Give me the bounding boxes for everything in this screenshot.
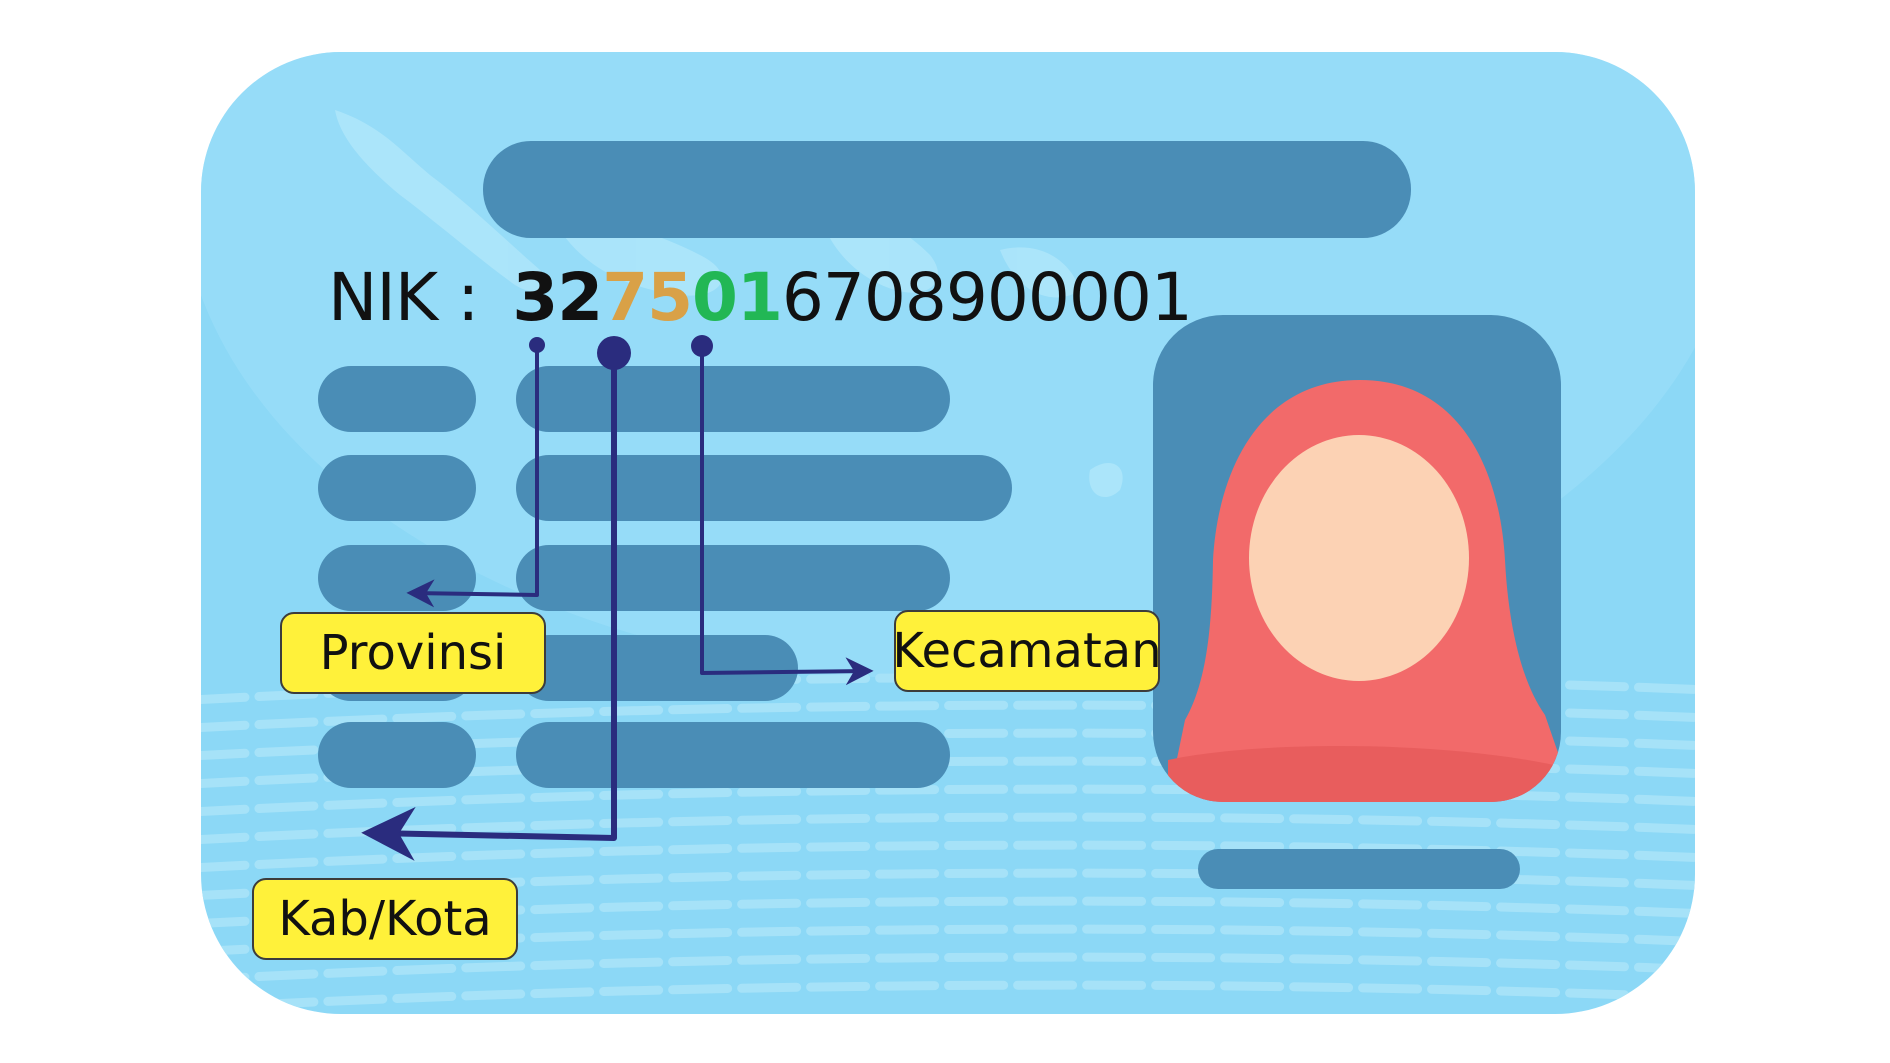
field-value-bar — [516, 455, 1012, 521]
field-value-bar — [516, 545, 950, 611]
person-hijab-icon — [1168, 380, 1561, 802]
kabkota-label: Kab/Kota — [252, 878, 518, 960]
provinsi-label: Provinsi — [280, 612, 546, 694]
field-label-bar — [318, 545, 476, 611]
signature-bar — [1198, 849, 1520, 889]
nik-rest-digits: 6708900001 — [781, 259, 1193, 336]
nik-kabkota-digits: 75 — [602, 259, 693, 336]
kecamatan-connector-line — [700, 346, 874, 686]
field-label-bar — [318, 722, 476, 788]
kabkota-connector-line — [361, 353, 617, 861]
nik-provinsi-digits: 32 — [512, 259, 603, 336]
field-label-bar — [318, 366, 476, 432]
kecamatan-label: Kecamatan — [892, 610, 1162, 692]
nik-kecamatan-digits: 01 — [692, 259, 783, 336]
nik-number: NIK : 3275016708900001 — [328, 258, 1193, 338]
face — [1249, 435, 1469, 681]
field-label-bar — [318, 455, 476, 521]
provinsi-connector-line — [406, 345, 539, 608]
field-value-bar — [516, 722, 950, 788]
card-field-bars — [318, 366, 1012, 788]
field-value-bar — [516, 635, 798, 701]
card-header-bar — [483, 141, 1411, 238]
id-photo — [1153, 315, 1561, 802]
nik-label: NIK : — [328, 259, 479, 336]
id-card — [201, 52, 1695, 1014]
connectors — [361, 335, 874, 861]
hijab-fold — [1168, 746, 1561, 802]
field-value-bar — [516, 366, 950, 432]
